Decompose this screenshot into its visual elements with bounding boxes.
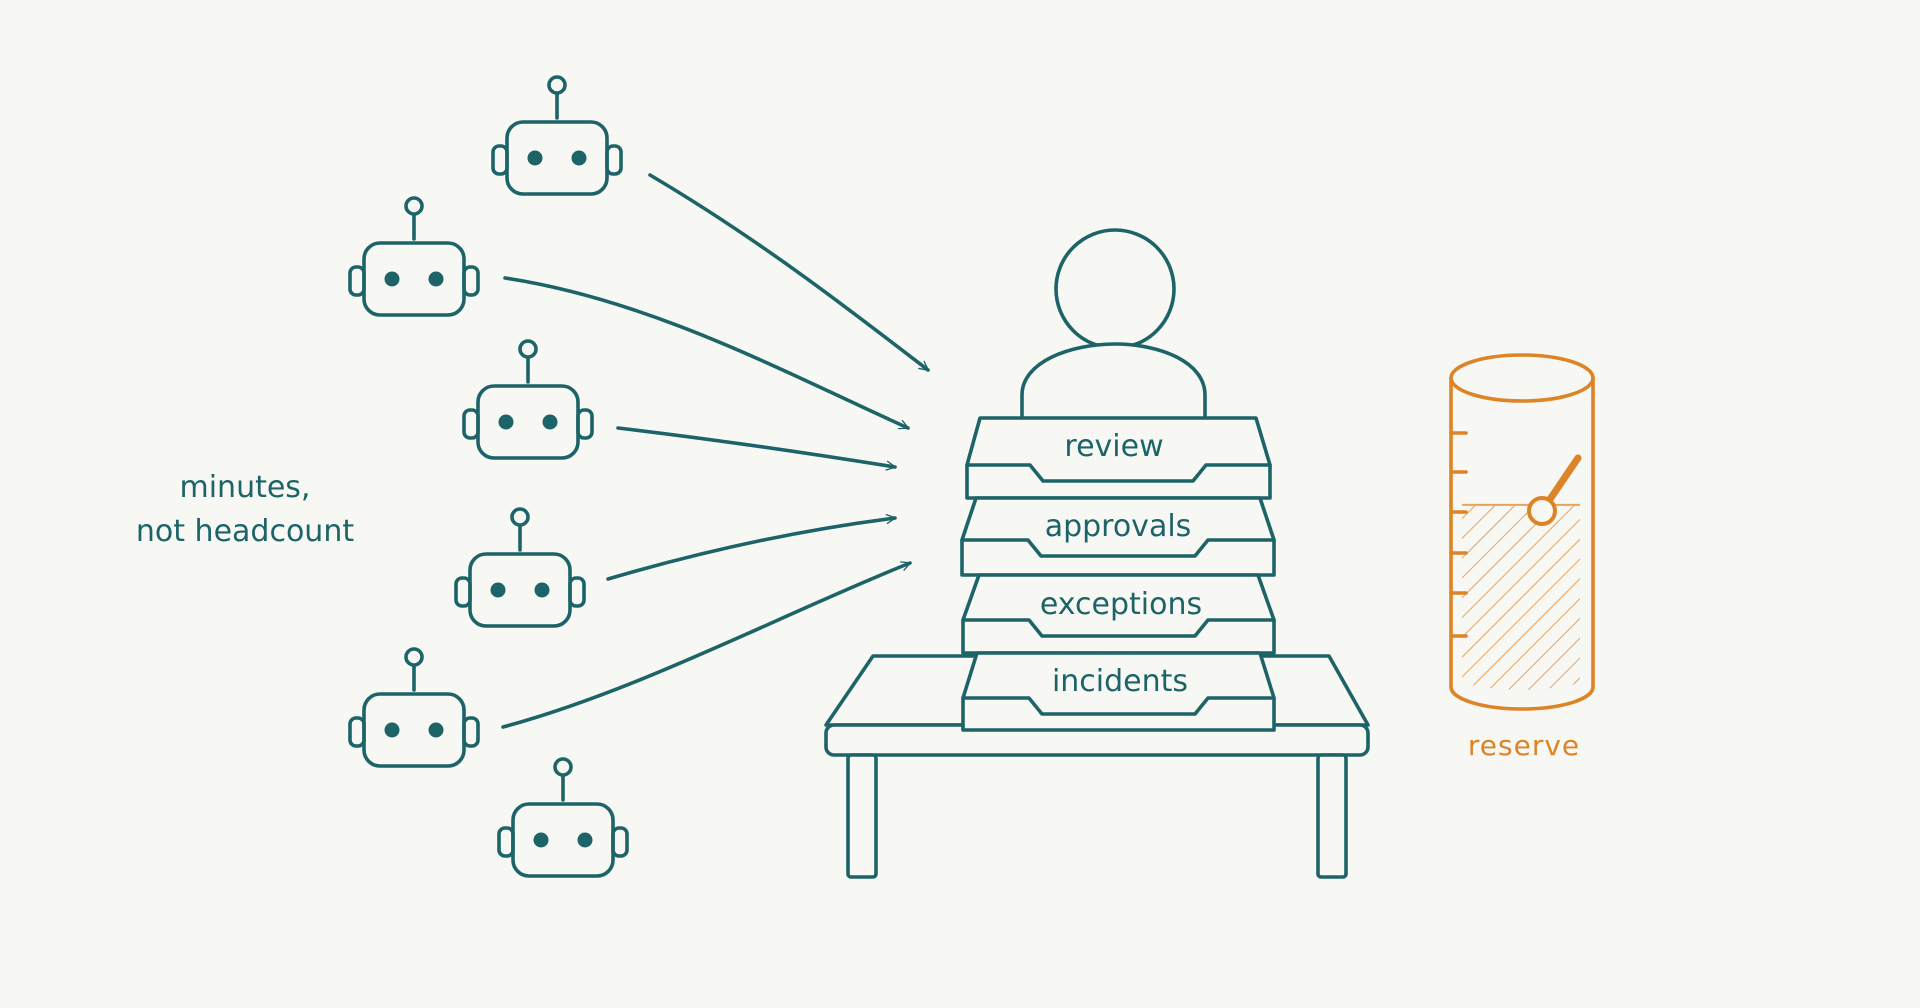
tray-label: incidents <box>1052 664 1188 699</box>
arrow <box>501 561 912 729</box>
tray-incidents: incidents <box>961 651 1276 732</box>
tray-stack: review approvals exceptions incidents <box>960 416 1276 732</box>
tray-approvals: approvals <box>960 496 1276 577</box>
scale-ticks <box>1449 431 1468 638</box>
robot-icon <box>491 75 623 196</box>
robots-group <box>348 75 629 878</box>
robot-icon <box>462 339 594 460</box>
tray-label: exceptions <box>1040 587 1202 622</box>
tray-review: review <box>965 416 1272 500</box>
reserve-fill <box>1462 504 1580 690</box>
side-note-line-1: minutes, <box>180 470 311 505</box>
tray-exceptions: exceptions <box>961 573 1276 655</box>
robot-icon <box>348 647 480 768</box>
arrow <box>503 276 910 430</box>
tray-label: review <box>1064 429 1163 464</box>
side-note-line-2: not headcount <box>136 514 354 549</box>
robot-icon <box>454 507 586 628</box>
gauge-needle-icon <box>1527 454 1582 526</box>
reserve-cylinder: reserve <box>1449 353 1595 762</box>
arrows-group <box>501 173 930 729</box>
person-icon <box>1020 228 1207 420</box>
arrow <box>606 514 897 581</box>
reserve-label: reserve <box>1468 729 1580 762</box>
tray-label: approvals <box>1045 509 1192 544</box>
arrow <box>648 173 930 372</box>
robot-icon <box>497 757 629 878</box>
side-note: minutes, not headcount <box>136 470 354 549</box>
robot-icon <box>348 196 480 317</box>
arrow <box>616 426 897 471</box>
